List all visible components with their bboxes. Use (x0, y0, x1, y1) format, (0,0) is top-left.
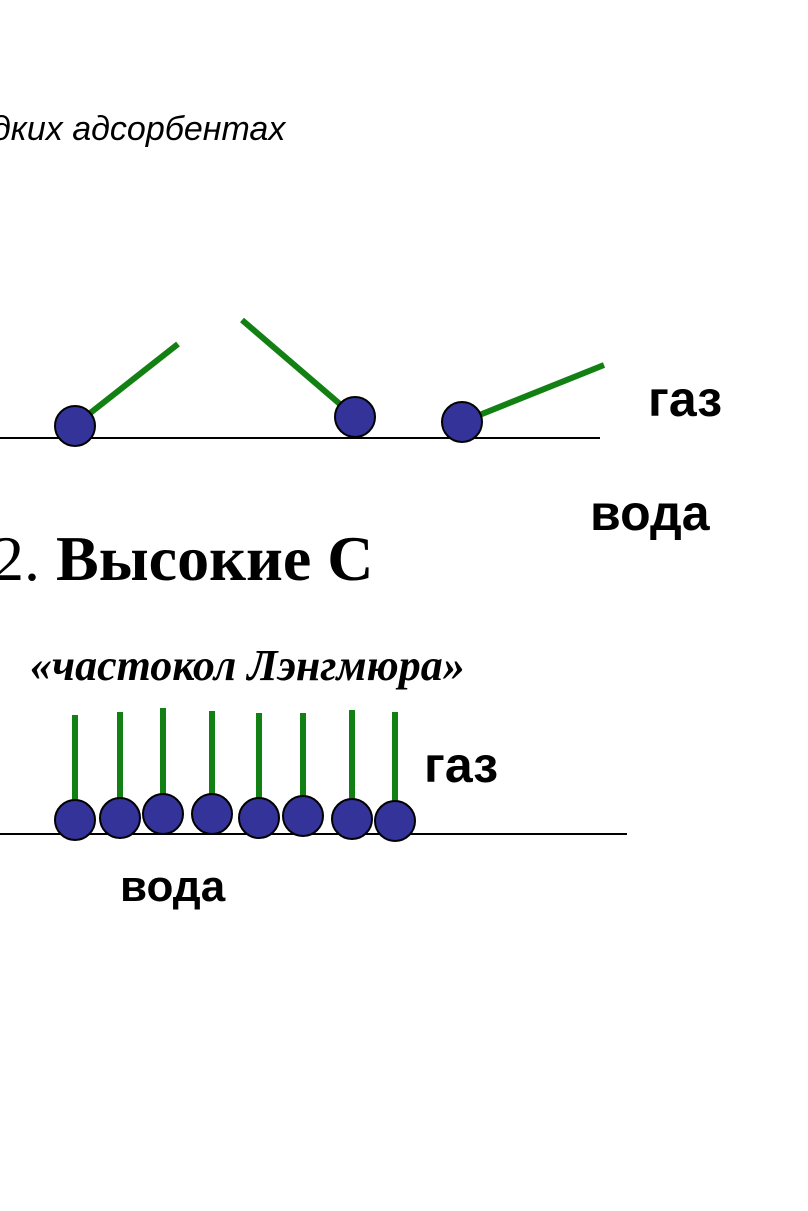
molecule-1 (54, 341, 180, 447)
section-title: 2. Высокие С (0, 522, 373, 596)
palisade-molecule-8 (374, 712, 416, 842)
molecule-tail (240, 317, 357, 420)
gas-label-high: газ (424, 737, 499, 793)
molecule-head (99, 797, 141, 839)
gas-label-low: газ (648, 371, 723, 427)
molecule-head (191, 793, 233, 835)
palisade-molecule-6 (282, 713, 324, 837)
water-label-high: вода (120, 862, 226, 911)
section-subtitle: «частокол Лэнгмюра» (30, 641, 465, 690)
molecule-head (441, 401, 483, 443)
water-label-low: вода (590, 485, 710, 541)
section-number: 2. (0, 523, 40, 594)
palisade-molecule-4 (191, 711, 233, 835)
molecule-head (334, 396, 376, 438)
molecule-head (282, 795, 324, 837)
section-title-text: Высокие С (56, 523, 374, 594)
palisade-molecule-1 (54, 715, 96, 841)
molecule-tail (460, 362, 606, 425)
molecule-head (331, 798, 373, 840)
molecule-head (238, 797, 280, 839)
molecule-head (142, 793, 184, 835)
molecule-2 (240, 317, 376, 438)
molecule-3 (441, 362, 606, 443)
palisade-molecule-2 (99, 712, 141, 839)
palisade-molecule-7 (331, 710, 373, 840)
palisade-molecule-3 (142, 708, 184, 835)
header-text: дких адсорбентах (0, 110, 286, 148)
molecule-tail (73, 341, 180, 428)
palisade-molecule-5 (238, 713, 280, 839)
molecule-head (374, 800, 416, 842)
molecule-head (54, 799, 96, 841)
molecule-head (54, 405, 96, 447)
